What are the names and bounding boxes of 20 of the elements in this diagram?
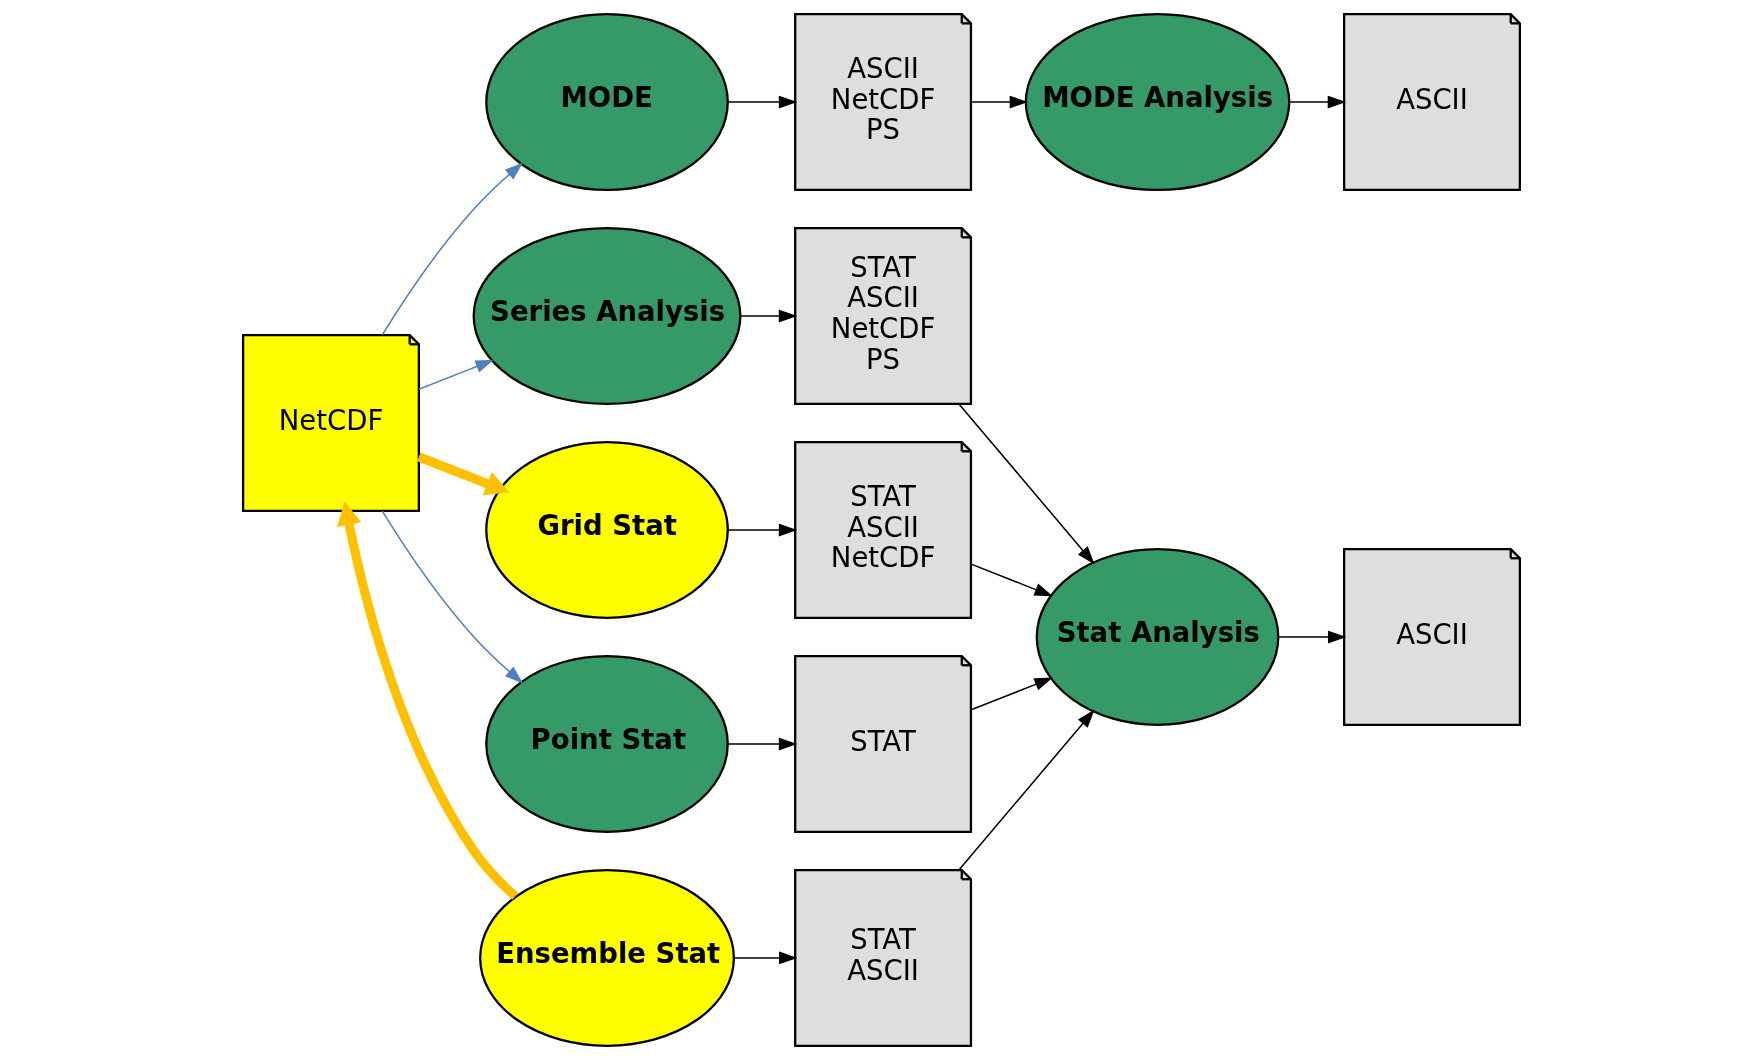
node-ellipse: Point Stat <box>484 654 729 833</box>
node-ellipse: MODE <box>484 13 729 192</box>
arrow <box>957 709 1095 871</box>
arrow <box>726 737 797 751</box>
arrow <box>969 563 1053 597</box>
arrow <box>726 95 797 109</box>
arrow <box>336 501 518 900</box>
arrow <box>381 510 523 684</box>
arrow <box>416 452 509 496</box>
node-ellipse: Ensemble Stat <box>478 868 735 1047</box>
arrow <box>1287 95 1346 109</box>
arrow <box>969 95 1028 109</box>
arrow <box>381 162 523 336</box>
arrow <box>969 677 1053 711</box>
arrow <box>733 951 797 965</box>
arrow <box>726 523 797 537</box>
node-ellipse: MODE Analysis <box>1024 13 1290 192</box>
arrow <box>739 309 797 323</box>
arrow <box>1277 630 1346 644</box>
arrow <box>417 359 494 390</box>
